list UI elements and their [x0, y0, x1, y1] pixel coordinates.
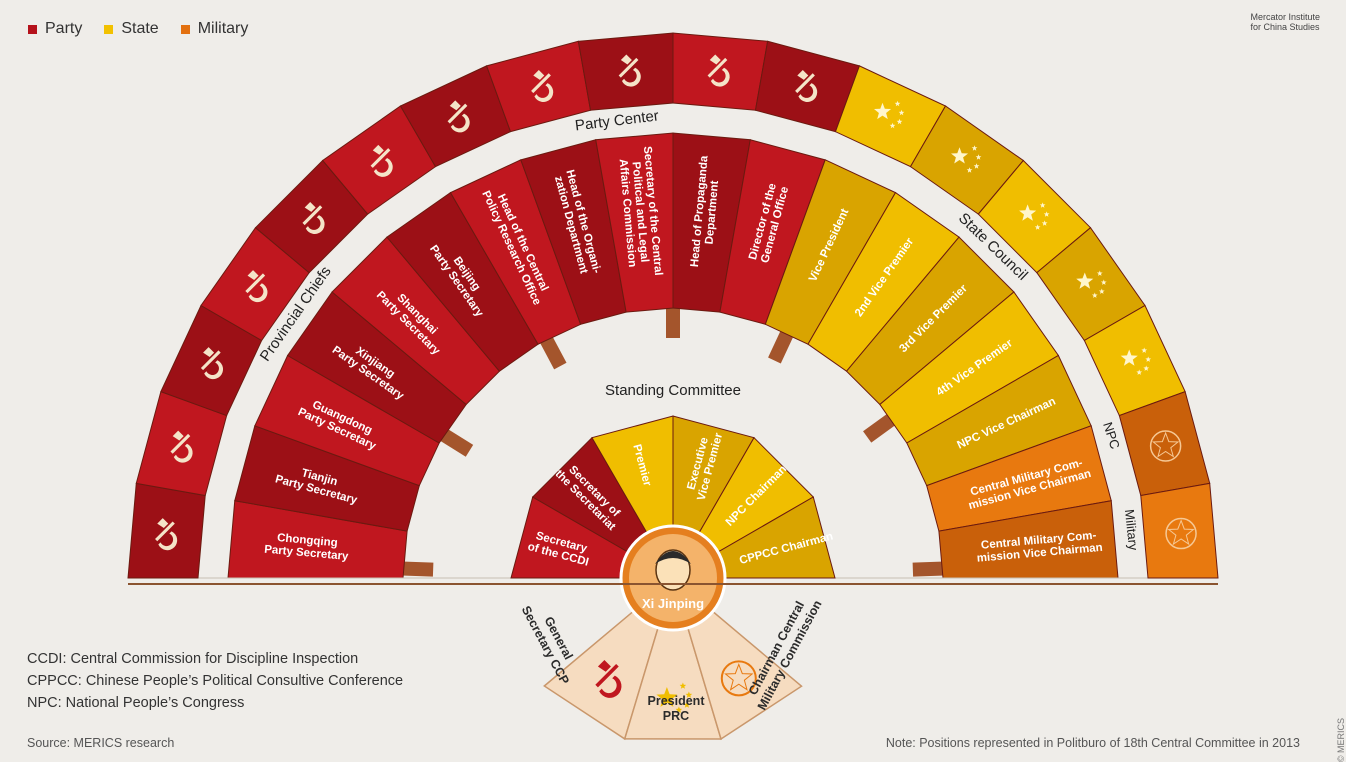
- china-star-icon: [1145, 356, 1152, 362]
- brand-line-2: for China Studies: [1250, 22, 1320, 32]
- china-star-icon: [656, 687, 678, 707]
- military-star-icon: [1165, 517, 1197, 550]
- china-star-icon: [1043, 211, 1050, 217]
- abbreviation-cppcc: CPPCC: Chinese People’s Political Consul…: [27, 673, 404, 689]
- china-star-icon: [1034, 224, 1041, 230]
- china-star-icon: [679, 682, 687, 689]
- legend-label-party: Party: [45, 20, 83, 37]
- china-star-icon: [1039, 202, 1046, 208]
- china-star-icon: [1098, 288, 1105, 294]
- footnote: Note: Positions represented in Politburo…: [885, 736, 1300, 750]
- military-star-icon: [720, 660, 757, 697]
- position-label-line: Chongqing: [277, 532, 339, 549]
- china-star-icon: [1120, 349, 1138, 366]
- brand-line-1: Mercator Institute: [1250, 12, 1320, 22]
- abbreviation-npc: NPC: National People’s Congress: [27, 695, 245, 711]
- center-role-label-line: PRC: [663, 709, 689, 723]
- abbreviations: CCDI: Central Commission for Discipline …: [27, 648, 403, 714]
- china-star-icon: [1100, 279, 1107, 285]
- china-star-icon: [683, 701, 691, 708]
- china-star-icon: [973, 163, 980, 169]
- military-star-icon: [1151, 431, 1180, 458]
- china-star-icon: [966, 167, 973, 173]
- china-star-icon: [1041, 220, 1048, 226]
- legend-item-military: Military: [180, 20, 249, 38]
- group-label-standing-committee: Standing Committee: [605, 382, 741, 399]
- legend-item-state: State: [104, 20, 159, 38]
- xi-hair-icon: [655, 551, 691, 564]
- xi-face-icon: [655, 549, 691, 591]
- position-label-line: Department: [704, 180, 722, 245]
- china-star-icon: [894, 100, 901, 107]
- group-label-npc: NPC: [1100, 420, 1123, 451]
- military-star-icon: [724, 662, 754, 691]
- china-star-icon: [889, 122, 896, 129]
- abbreviation-ccdi: CCDI: Central Commission for Discipline …: [27, 651, 359, 667]
- legend-item-party: Party: [28, 20, 82, 38]
- china-star-icon: [975, 154, 982, 160]
- china-star-icon: [951, 147, 969, 164]
- china-star-icon: [675, 706, 683, 713]
- legend-label-state: State: [121, 20, 159, 37]
- military-star-icon: [1167, 519, 1195, 546]
- china-star-icon: [1019, 204, 1037, 221]
- china-star-icon: [1096, 270, 1103, 276]
- symbol-tile: [1140, 482, 1219, 579]
- group-label-military: Military: [1122, 509, 1141, 552]
- symbol-tile: [672, 32, 769, 111]
- legend-swatch-state: [104, 24, 114, 34]
- china-star-icon: [898, 109, 905, 116]
- legend: Party State Military: [28, 20, 248, 38]
- brand-text: Mercator Institute for China Studies: [1250, 12, 1320, 32]
- china-star-icon: [1076, 272, 1094, 289]
- copyright-text: © MERICS: [1336, 718, 1346, 762]
- china-star-icon: [1143, 365, 1150, 371]
- china-star-icon: [1136, 369, 1143, 375]
- china-star-icon: [874, 102, 892, 120]
- china-star-icon: [971, 145, 978, 151]
- china-star-icon: [896, 118, 903, 125]
- china-star-icon: [1091, 292, 1098, 298]
- legend-swatch-military: [180, 24, 190, 34]
- china-star-icon: [1141, 347, 1148, 353]
- legend-label-military: Military: [197, 20, 249, 37]
- military-star-icon: [1149, 430, 1182, 462]
- source-note: Source: MERICS research: [27, 736, 175, 750]
- center-role-label-line: President: [648, 694, 706, 708]
- china-star-icon: [685, 691, 693, 698]
- xi-name-label: Xi Jinping: [642, 596, 704, 611]
- legend-swatch-party: [28, 24, 37, 34]
